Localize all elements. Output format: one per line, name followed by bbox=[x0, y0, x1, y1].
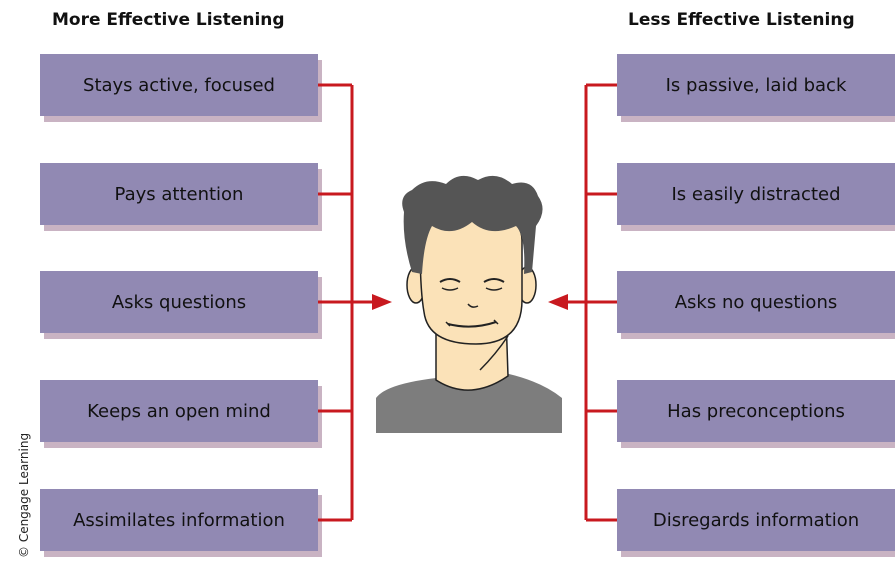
right-eye bbox=[483, 278, 505, 283]
right-box-passive: Is passive, laid back bbox=[617, 54, 895, 116]
right-arrowhead bbox=[548, 294, 568, 310]
left-arrowhead bbox=[372, 294, 392, 310]
left-eye bbox=[439, 278, 461, 283]
right-bracket-connector bbox=[564, 83, 617, 522]
left-box-open-mind: Keeps an open mind bbox=[40, 380, 318, 442]
right-box-disregards: Disregards information bbox=[617, 489, 895, 551]
right-box-no-questions: Asks no questions bbox=[617, 271, 895, 333]
left-box-stays-active: Stays active, focused bbox=[40, 54, 318, 116]
left-heading: More Effective Listening bbox=[52, 10, 285, 30]
shirt-shape bbox=[376, 372, 562, 433]
nose bbox=[467, 303, 479, 308]
right-heading: Less Effective Listening bbox=[628, 10, 855, 30]
right-box-preconceptions: Has preconceptions bbox=[617, 380, 895, 442]
left-box-asks-questions: Asks questions bbox=[40, 271, 318, 333]
listener-face-icon bbox=[376, 175, 562, 433]
face-shape bbox=[419, 211, 523, 345]
hair-shape bbox=[402, 175, 543, 274]
right-box-distracted: Is easily distracted bbox=[617, 163, 895, 225]
left-bracket-connector bbox=[318, 83, 374, 522]
left-box-assimilates: Assimilates information bbox=[40, 489, 318, 551]
mouth bbox=[447, 321, 497, 328]
copyright-credit: © Cengage Learning bbox=[17, 432, 31, 558]
left-box-pays-attention: Pays attention bbox=[40, 163, 318, 225]
